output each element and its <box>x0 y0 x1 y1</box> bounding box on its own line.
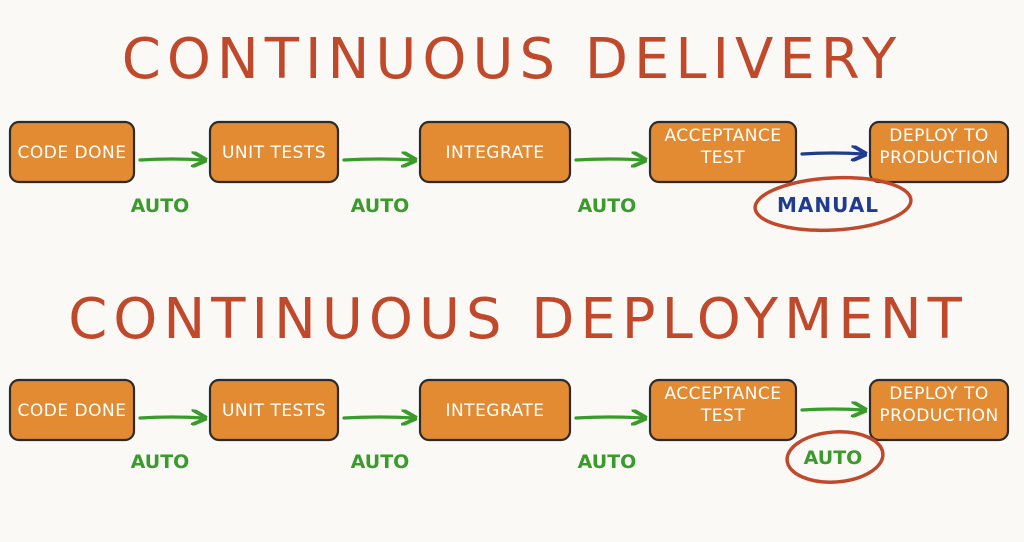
step-label: UNIT TESTS <box>222 143 326 163</box>
auto-arrow <box>342 159 414 160</box>
step-label: TEST <box>700 148 745 168</box>
step-label: INTEGRATE <box>445 401 544 421</box>
auto-arrow <box>138 159 204 160</box>
step-label: CODE DONE <box>18 401 127 421</box>
auto-label: AUTO <box>351 451 410 473</box>
step-label: ACCEPTANCE <box>664 126 781 146</box>
step-box-shape <box>648 120 798 184</box>
step-box-shape <box>648 378 798 442</box>
step-label: DEPLOY TO <box>889 384 988 404</box>
step-label: UNIT TESTS <box>222 401 326 421</box>
section-title: CONTINUOUS DEPLOYMENT <box>68 287 968 352</box>
auto-arrow <box>138 417 204 418</box>
step-label: PRODUCTION <box>879 406 998 426</box>
auto-label: AUTO <box>131 195 190 217</box>
auto-label: AUTO <box>351 195 410 217</box>
step-label: PRODUCTION <box>879 148 998 168</box>
auto-arrow <box>574 417 644 418</box>
step-box-shape <box>208 120 340 184</box>
section-title: CONTINUOUS DELIVERY <box>122 27 903 92</box>
step-box: CODE DONE <box>8 378 136 442</box>
step-label: CODE DONE <box>18 143 127 163</box>
step-box: UNIT TESTS <box>208 120 340 184</box>
step-box-shape <box>868 120 1010 184</box>
auto-highlight-circle <box>785 430 885 484</box>
section-continuous-delivery: CONTINUOUS DELIVERY CODE DONE UNIT TESTS IN… <box>8 27 1010 233</box>
step-box: CODE DONE <box>8 120 136 184</box>
manual-label: MANUAL <box>777 193 879 217</box>
step-box: UNIT TESTS <box>208 378 340 442</box>
auto-arrow <box>574 159 644 160</box>
step-box-shape <box>868 378 1010 442</box>
manual-arrow <box>800 153 864 154</box>
auto-arrow <box>800 409 864 410</box>
step-label: INTEGRATE <box>445 143 544 163</box>
step-box-shape <box>8 378 136 442</box>
auto-label: AUTO <box>131 451 190 473</box>
manual-highlight-circle <box>753 175 913 233</box>
step-box: INTEGRATE <box>418 120 572 184</box>
step-label: ACCEPTANCE <box>664 384 781 404</box>
step-box-shape <box>208 378 340 442</box>
step-label: DEPLOY TO <box>889 126 988 146</box>
auto-label: AUTO <box>578 451 637 473</box>
auto-label: AUTO <box>804 447 863 469</box>
step-box-shape <box>8 120 136 184</box>
auto-arrow <box>342 417 414 418</box>
step-label: TEST <box>700 406 745 426</box>
section-continuous-deployment: CONTINUOUS DEPLOYMENT CODE DONE UNIT TESTS… <box>8 287 1010 484</box>
step-box-shape <box>418 120 572 184</box>
step-box: INTEGRATE <box>418 378 572 442</box>
auto-label: AUTO <box>578 195 637 217</box>
step-box-shape <box>418 378 572 442</box>
